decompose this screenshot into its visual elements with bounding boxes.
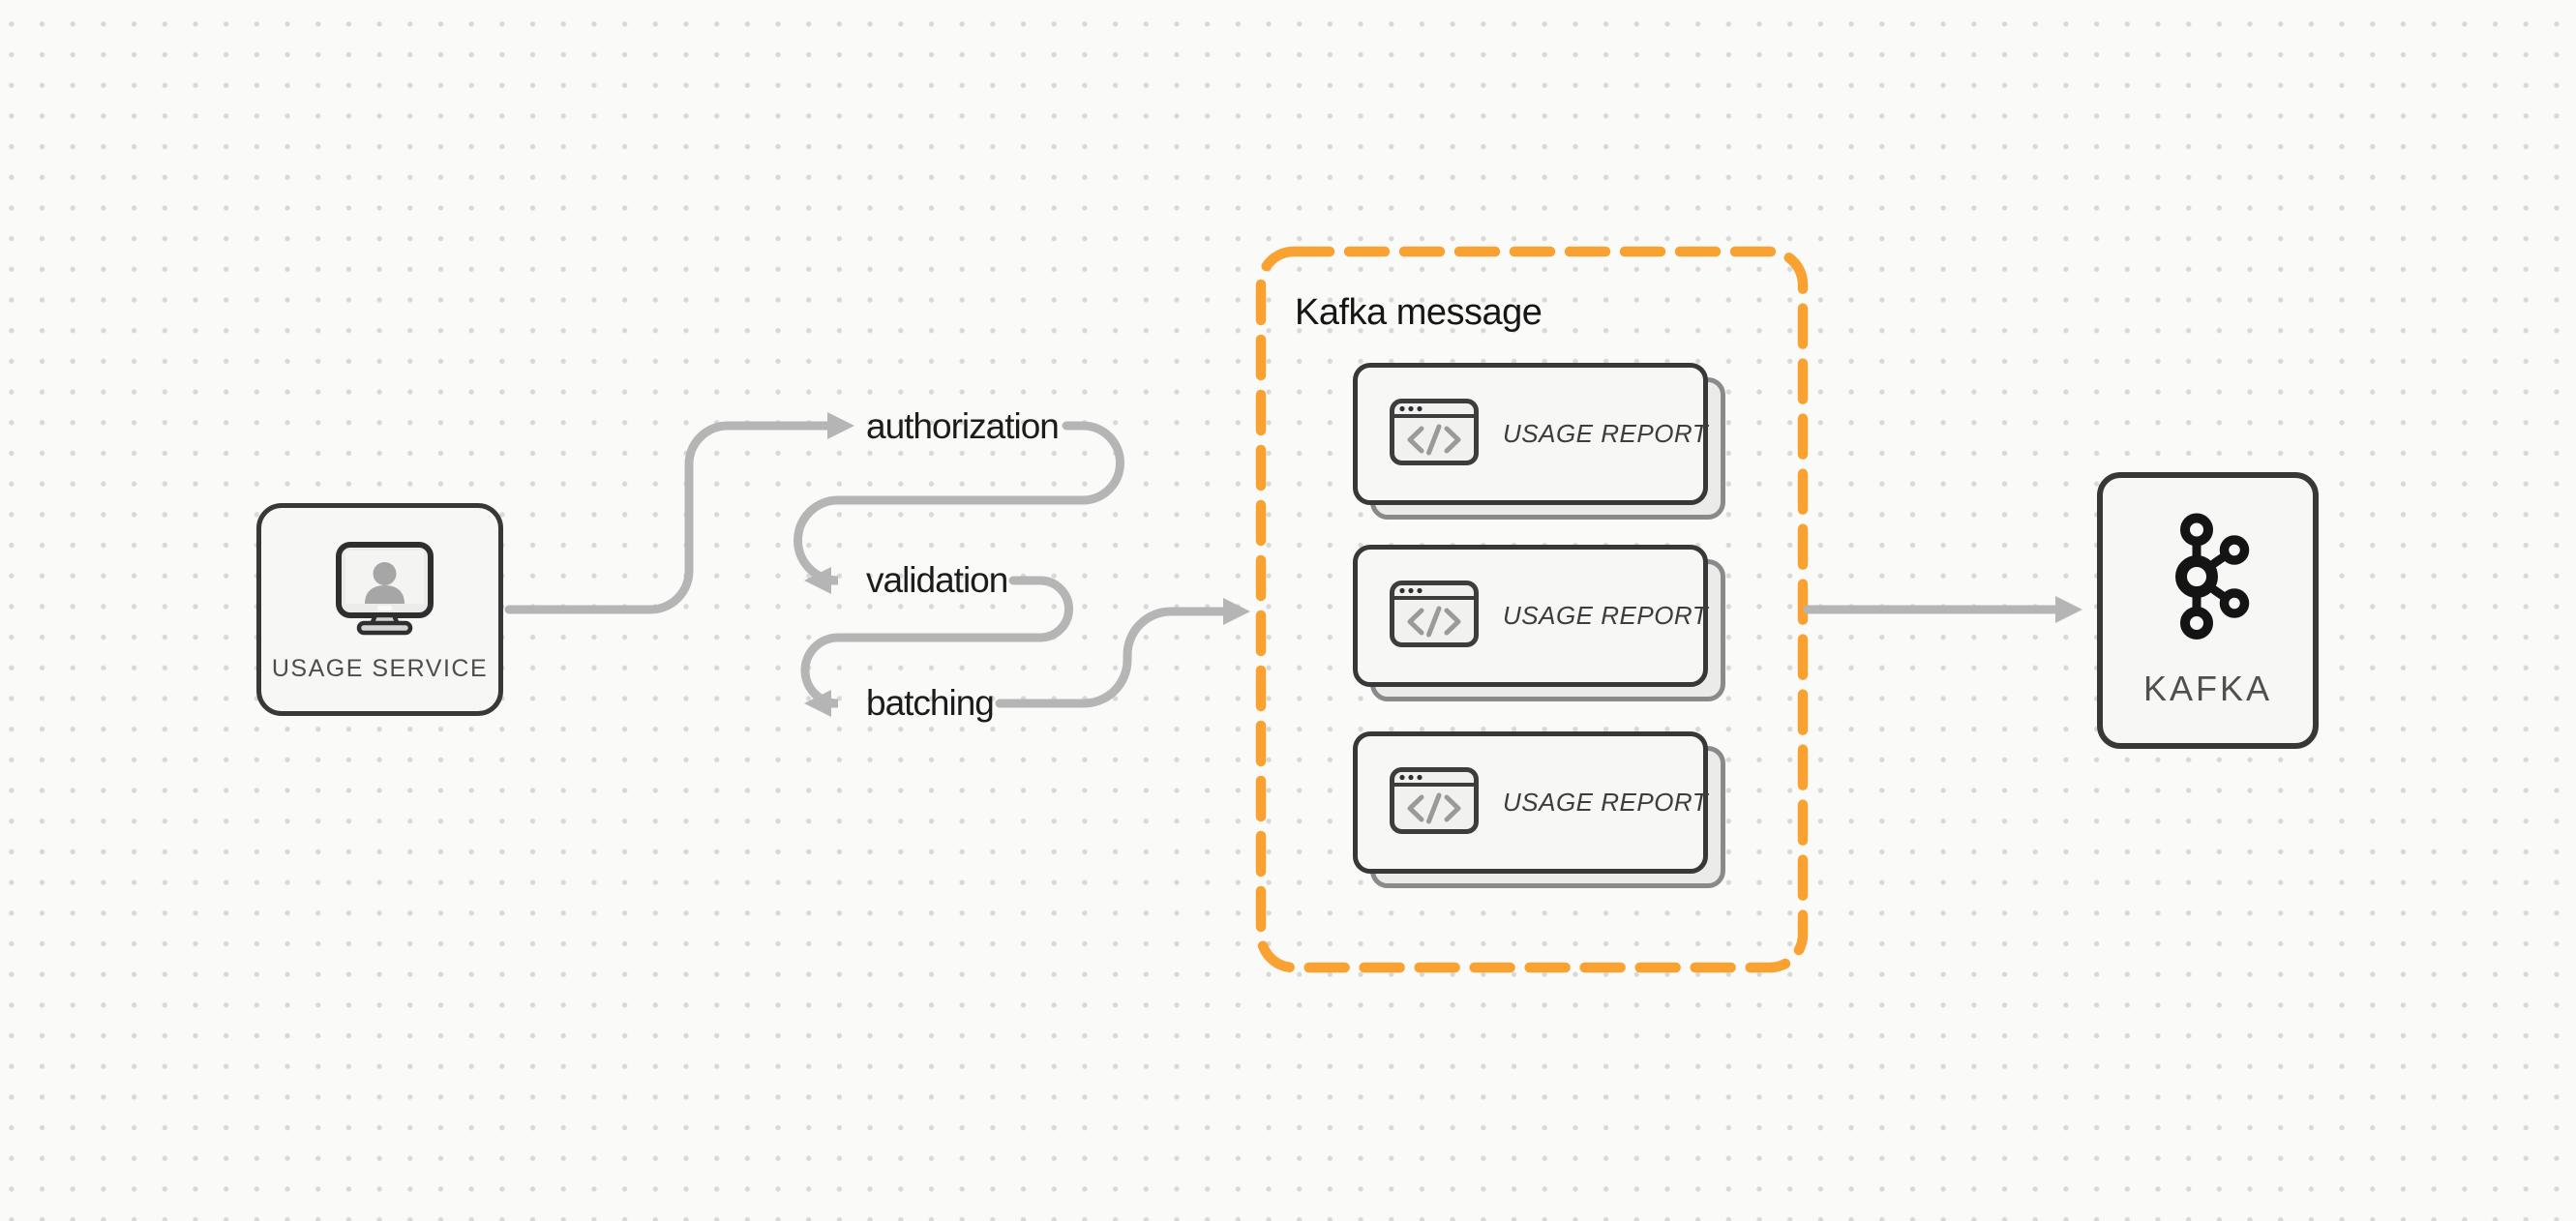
usage-report-card: USAGE REPORT [1353, 545, 1725, 701]
usage-service-node: USAGE SERVICE [256, 503, 503, 716]
usage-service-label: USAGE SERVICE [271, 655, 489, 682]
step-label-batching: batching [866, 683, 995, 723]
arrow-batching-to-kafka-message [995, 598, 1250, 708]
browser-code-icon [1390, 398, 1479, 470]
monitor-user-icon [336, 542, 434, 640]
arrow-authorization-to-validation [794, 421, 1124, 594]
kafka-node: KAFKA [2097, 472, 2319, 749]
arrow-usage-service-to-authorization [504, 412, 854, 614]
step-label-authorization: authorization [866, 406, 1060, 446]
kafka-logo-icon [2174, 513, 2250, 645]
browser-code-icon [1390, 580, 1479, 652]
kafka-message-group-title: Kafka message [1295, 292, 1543, 333]
usage-report-card: USAGE REPORT [1353, 363, 1725, 520]
arrow-validation-to-batching [800, 576, 1073, 717]
usage-report-label: USAGE REPORT [1503, 788, 1709, 817]
usage-report-card: USAGE REPORT [1353, 731, 1725, 888]
usage-report-label: USAGE REPORT [1503, 419, 1709, 448]
kafka-message-group-border [1255, 246, 1809, 973]
kafka-label: KAFKA [2142, 669, 2273, 708]
usage-report-label: USAGE REPORT [1503, 601, 1709, 630]
step-label-validation: validation [866, 560, 1008, 600]
browser-code-icon [1390, 766, 1479, 839]
